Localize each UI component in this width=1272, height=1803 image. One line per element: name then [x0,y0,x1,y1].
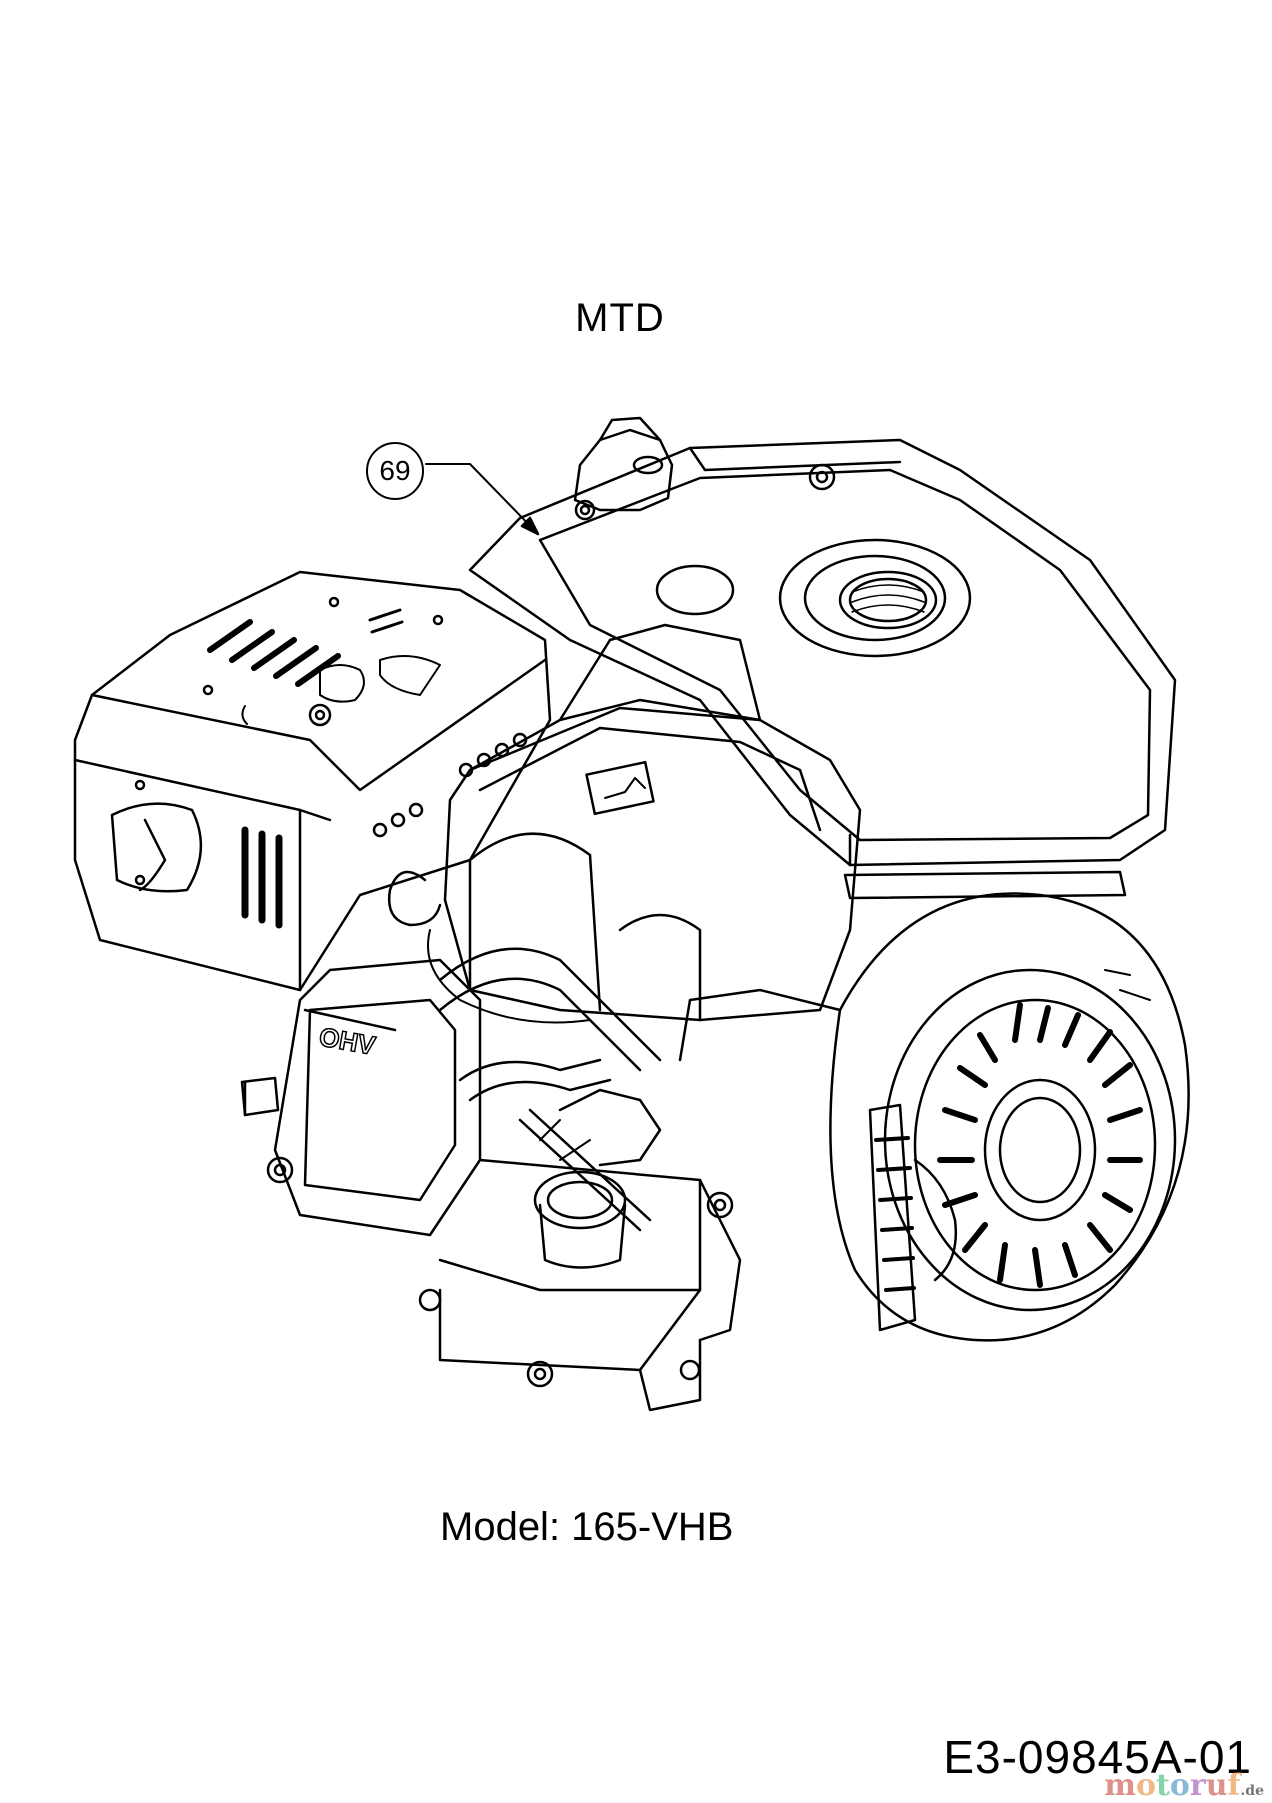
watermark-suffix: .de [1240,1783,1264,1799]
watermark-text: motoruf [1104,1768,1240,1803]
fuel-cap [575,418,672,519]
engine-block [242,872,840,1410]
watermark-letter: m [1104,1768,1136,1803]
air-filter-cover [445,625,860,1020]
watermark-letter: t [1156,1768,1170,1803]
watermark-logo: motoruf.de [1104,1768,1264,1803]
watermark-letter: o [1169,1768,1190,1803]
watermark-letter: u [1205,1768,1228,1803]
muffler-guard [75,572,550,990]
recoil-starter [830,893,1188,1340]
fuel-tank [470,440,1175,898]
model-label: Model: 165-VHB [440,1505,734,1549]
callout-leader [426,464,538,534]
watermark-letter: o [1136,1768,1157,1803]
brand-title: MTD [575,296,665,340]
watermark-letter: f [1227,1768,1241,1803]
callout-69: 69 [366,442,424,500]
ohv-marking: OHV [317,1021,378,1060]
document-id: E3-09845A-01 [943,1731,1252,1783]
watermark-letter: r [1189,1768,1206,1803]
